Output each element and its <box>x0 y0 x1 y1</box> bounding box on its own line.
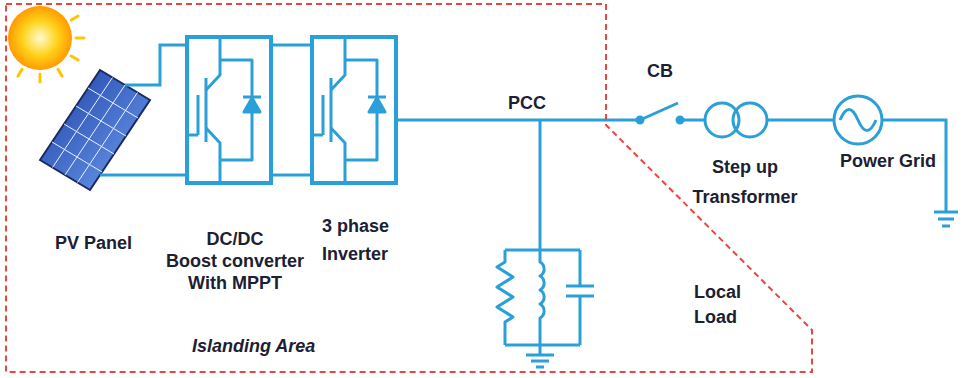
box-label: Boost converter With MPPT <box>155 250 315 294</box>
wire <box>398 119 640 122</box>
pv-panel-symbol <box>65 85 125 175</box>
sun-rays <box>71 56 78 60</box>
sun <box>8 6 72 70</box>
igbt-symbol <box>189 39 261 181</box>
wire <box>767 119 834 122</box>
wire <box>100 45 946 250</box>
pv-panel-symbol <box>64 124 114 154</box>
part-label: Local Load <box>694 280 754 330</box>
wire <box>100 174 185 177</box>
wire <box>539 120 542 250</box>
region-label: Islanding Area <box>192 335 362 357</box>
grid-source-symbol <box>834 96 882 144</box>
sun-rays <box>76 37 84 40</box>
sun-rays <box>18 69 22 76</box>
sun-rays <box>58 69 62 76</box>
load-symbol <box>497 250 594 367</box>
transformer-symbol <box>733 103 767 137</box>
sun-rays <box>39 74 42 82</box>
text-slot: CB <box>647 60 687 82</box>
region-outline <box>6 4 812 372</box>
ground-symbol <box>938 218 954 221</box>
igbt-symbol <box>314 39 386 181</box>
ground-symbol <box>934 211 958 214</box>
load-symbol <box>540 250 544 345</box>
wire <box>125 45 185 85</box>
pv-panel-symbol <box>40 70 150 190</box>
grid-source-symbol <box>834 96 882 144</box>
wire-connector <box>273 44 310 47</box>
part-label: Step up Transformer <box>685 152 805 212</box>
pv-panel-symbol <box>88 88 138 118</box>
ground-symbol <box>934 212 958 226</box>
circuit-breaker-symbol <box>637 103 683 123</box>
text-slot: DC/DCBoost converter With MPPT <box>155 228 315 294</box>
part-label: PCC <box>508 92 568 114</box>
text-slot: 3 phase Inverter <box>322 212 417 268</box>
pv-panel-symbol <box>76 106 126 136</box>
pv-panel-symbol <box>40 70 150 190</box>
circuit-breaker-symbol <box>640 103 678 120</box>
text-slot: PV Panel <box>55 232 175 254</box>
part-label: CB <box>647 60 687 82</box>
load-symbol <box>566 250 594 345</box>
text-slot: Step up Transformer <box>685 152 805 212</box>
converter-box: DC/DCBoost converter With MPPT <box>185 35 273 185</box>
wire <box>273 174 310 177</box>
circuit-breaker-symbol <box>677 117 683 123</box>
part-label: Power Grid <box>840 150 944 172</box>
pv-panel-symbol <box>52 142 102 172</box>
ground-symbol <box>942 225 950 228</box>
text-slot: PCC <box>508 92 568 114</box>
pv-panel-symbol <box>52 78 138 183</box>
text-slot: Islanding Area <box>192 335 362 357</box>
load-symbol <box>505 249 580 252</box>
load-symbol <box>526 345 554 367</box>
text-slot: Power Grid <box>840 150 944 172</box>
grid-source-symbol <box>840 110 876 131</box>
sun-rays <box>71 16 78 20</box>
transformer-symbol <box>705 103 767 137</box>
load-symbol <box>505 344 580 347</box>
box-label: DC/DC <box>155 228 315 250</box>
load-symbol <box>497 250 513 345</box>
text-slot: Local Load <box>694 280 754 330</box>
part-label: PV Panel <box>55 232 175 254</box>
box-label: 3 phase Inverter <box>322 212 417 268</box>
converter-box: 3 phase Inverter <box>310 35 398 185</box>
